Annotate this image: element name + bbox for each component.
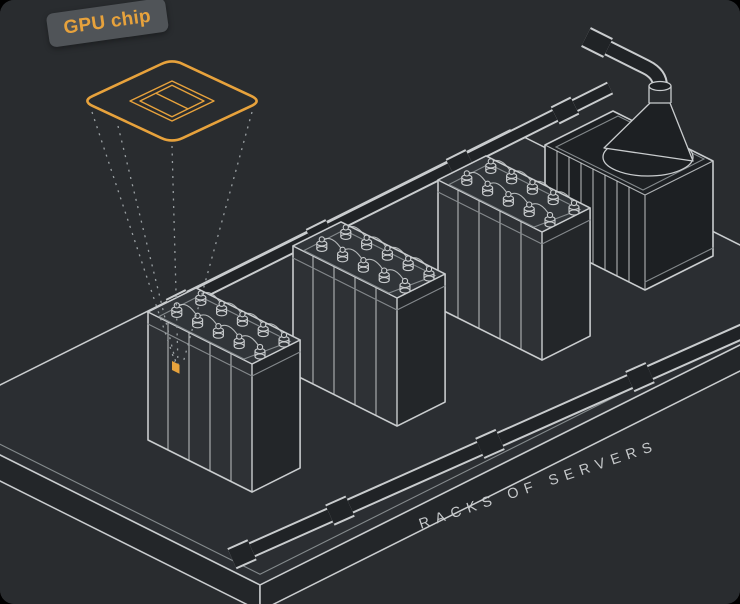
gpu-chip-die bbox=[129, 80, 215, 122]
gpu-chip-illustration bbox=[86, 60, 258, 142]
funnel-neck bbox=[648, 86, 672, 103]
funnel bbox=[603, 102, 694, 162]
coolant-pipe-front bbox=[227, 323, 740, 570]
callout-projection-lines bbox=[91, 111, 253, 366]
gpu-chip-marker bbox=[172, 361, 180, 374]
platform-rim-line bbox=[0, 333, 740, 575]
gpu-chip-badge-label: GPU chip bbox=[62, 5, 153, 39]
platform-front-left-face bbox=[0, 454, 261, 604]
platform-front-right-face bbox=[259, 344, 740, 604]
